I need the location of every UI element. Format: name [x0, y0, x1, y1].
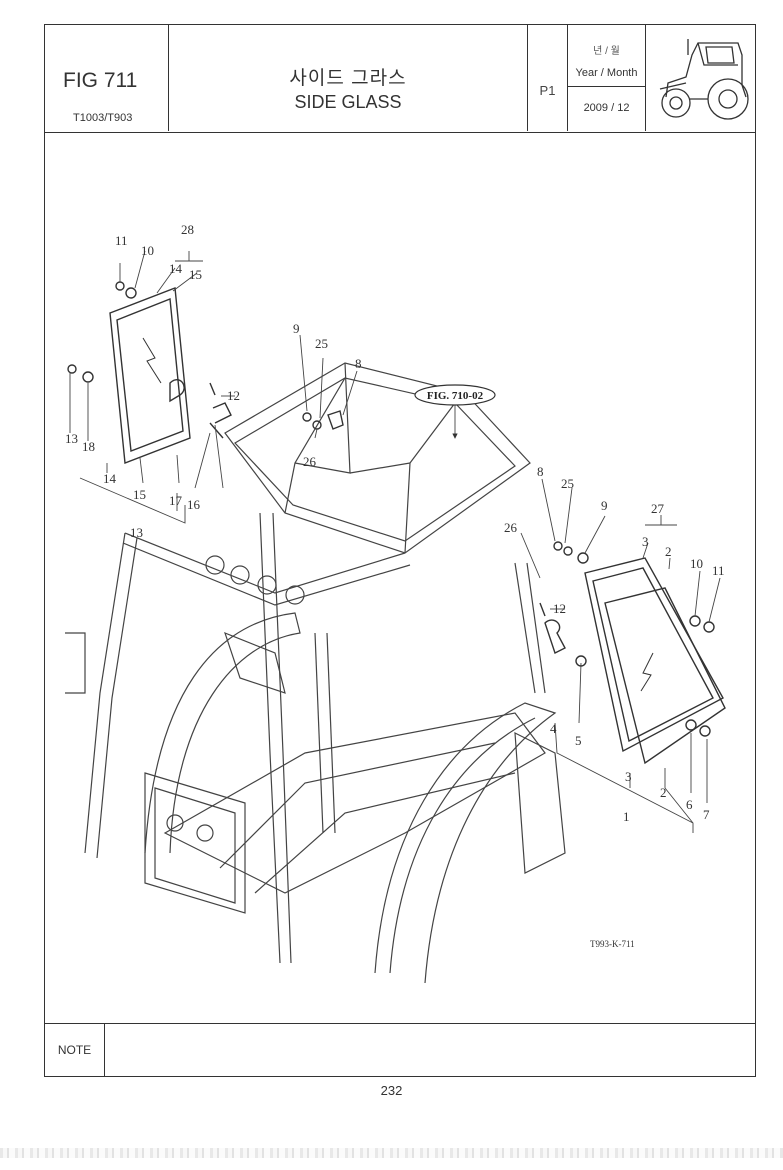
scan-artifact: [0, 1148, 783, 1158]
callout-15: 15: [189, 267, 202, 282]
callout-9: 9: [601, 498, 608, 513]
right-side-glass: [302, 410, 726, 765]
exploded-parts-diagram: 11 10 28 14 15 13 18 14 15 13 17 16 12 9…: [65, 222, 726, 984]
callout-labels: 11 10 28 14 15 13 18 14 15 13 17 16 12 9…: [65, 222, 725, 824]
callout-27: 27: [651, 501, 665, 516]
callout-14: 14: [169, 261, 183, 276]
callout-7: 7: [703, 807, 710, 822]
callout-17: 17: [169, 493, 183, 508]
callout-9: 9: [293, 321, 300, 336]
callout-18: 18: [82, 439, 95, 454]
page-number: 232: [380, 1083, 403, 1098]
drawing-code: T993-K-711: [590, 939, 635, 949]
figure-number: FIG 711: [63, 69, 138, 92]
callout-8: 8: [537, 464, 544, 479]
callout-12: 12: [227, 388, 240, 403]
callout-2: 2: [665, 544, 672, 559]
fig-reference-callout: FIG. 710-02: [414, 384, 496, 406]
title-block: FIG 711 T1003/T903 사이드 그라스 SIDE GLASS P1…: [45, 25, 755, 133]
title-cell: 사이드 그라스 SIDE GLASS: [169, 25, 528, 131]
callout-26: 26: [303, 454, 317, 469]
year-month-label-ko: 년 / 월: [593, 46, 620, 57]
page-code: P1: [539, 83, 556, 98]
note-row: NOTE: [45, 1023, 755, 1076]
callout-25: 25: [561, 476, 574, 491]
callout-13: 13: [130, 525, 143, 540]
callout-13: 13: [65, 431, 78, 446]
title-korean: 사이드 그라스: [289, 68, 407, 89]
callout-6: 6: [686, 797, 693, 812]
revision-date: 2009 / 12: [583, 102, 630, 114]
model-code: T1003/T903: [73, 112, 133, 124]
title-english: SIDE GLASS: [294, 92, 402, 112]
callout-10: 10: [141, 243, 154, 258]
figure-cell: FIG 711 T1003/T903: [45, 25, 169, 131]
callout-10: 10: [690, 556, 703, 571]
callout-1: 1: [623, 809, 630, 824]
page-code-cell: P1: [528, 25, 568, 131]
callout-15: 15: [133, 487, 146, 502]
callout-3: 3: [642, 534, 649, 549]
callout-4: 4: [550, 721, 557, 736]
callout-11: 11: [115, 233, 128, 248]
tractor-icon: [659, 39, 749, 120]
year-month-label-en: Year / Month: [575, 67, 638, 79]
fig-reference-label: FIG. 710-02: [427, 390, 484, 402]
callout-12: 12: [553, 601, 566, 616]
thumbnail-cell: [646, 25, 755, 131]
callout-16: 16: [187, 497, 201, 512]
callout-3: 3: [625, 769, 632, 784]
callout-2: 2: [660, 785, 667, 800]
callout-8: 8: [355, 356, 362, 371]
page-frame: FIG 711 T1003/T903 사이드 그라스 SIDE GLASS P1…: [44, 24, 756, 1077]
callout-14: 14: [103, 471, 117, 486]
callout-25: 25: [315, 336, 328, 351]
note-label: NOTE: [45, 1024, 105, 1076]
left-side-glass: [67, 281, 232, 464]
leader-lines: [69, 250, 721, 833]
year-month-cell: 년 / 월 Year / Month 2009 / 12: [568, 25, 646, 131]
callout-5: 5: [575, 733, 582, 748]
cab-frame-drawing: [65, 362, 566, 984]
callout-26: 26: [504, 520, 518, 535]
callout-28: 28: [181, 222, 194, 237]
callout-11: 11: [712, 563, 725, 578]
